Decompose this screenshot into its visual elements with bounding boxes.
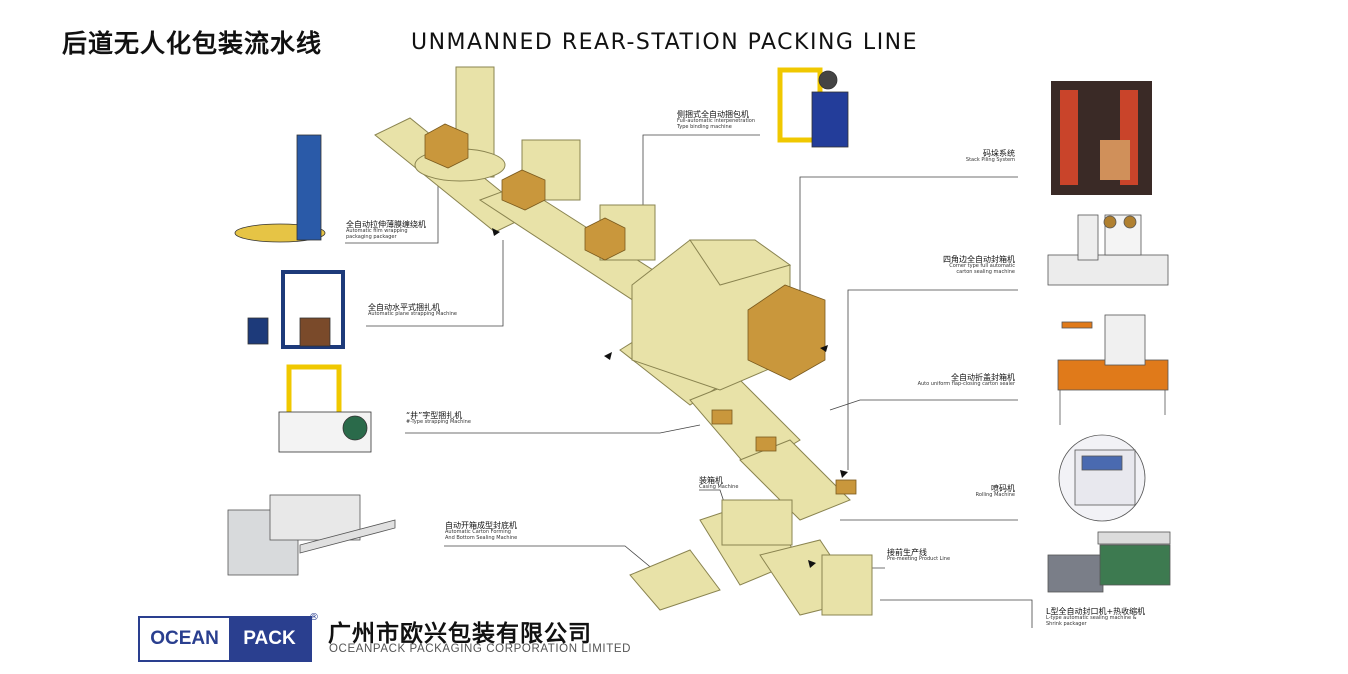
- side-strap-en2: Type binding machine: [677, 123, 732, 130]
- corner-sealing-machine-image: [1047, 214, 1169, 286]
- label-casing: 装箱机 Casing Machine: [699, 476, 738, 491]
- pre-line-en1: Pre-meeting Product Line: [887, 556, 951, 563]
- label-plane-strapping: 全自动水平式捆扎机 Automatic plane strapping Mach…: [368, 303, 457, 318]
- logo-ocean-text: OCEAN: [140, 618, 229, 660]
- label-inkjet: 喷码机 Rolling Machine: [945, 484, 1015, 499]
- flap-seal-cn: 全自动折盖封箱机: [951, 373, 1015, 382]
- carton-forming-machine-image: [227, 494, 396, 576]
- carton-form-en2: And Bottom Sealing Machine: [445, 534, 518, 541]
- flow-arrows: [492, 228, 848, 568]
- label-side-binding: 侧捆式全自动捆包机 Full-automatic interpenetratio…: [677, 110, 755, 131]
- l-seal-en1: L-type automatic sealing machine &: [1046, 615, 1137, 622]
- leader-lines: [345, 134, 1033, 628]
- label-stack-piling: 码垛系统 Stack Piling System: [940, 149, 1015, 164]
- label-l-type-sealer: L型全自动封口机+热收缩机 L-type automatic sealing m…: [1046, 607, 1145, 628]
- flap-sealing-machine-image: [1057, 314, 1169, 425]
- inkjet-printer-image: [1058, 434, 1146, 522]
- carton-form-cn: 自动开箱成型封底机: [445, 521, 517, 530]
- oceanpack-logo: OCEAN PACK: [138, 616, 312, 662]
- corner-seal-cn: 四角边全自动封箱机: [943, 255, 1015, 264]
- film-wrap-cn: 全自动拉伸薄膜缠绕机: [346, 220, 426, 229]
- plane-strap-en1: Automatic plane strapping Machine: [368, 311, 457, 318]
- stack-en1: Stack Piling System: [965, 157, 1015, 164]
- casing-cn: 装箱机: [699, 476, 723, 485]
- inkjet-cn: 喷码机: [991, 484, 1015, 493]
- hash-strapping-machine-image: [278, 364, 372, 453]
- l-type-sealer-image: [1047, 531, 1171, 593]
- plane-strap-cn: 全自动水平式捆扎机: [368, 303, 440, 312]
- cartons: [424, 123, 857, 495]
- carton-form-en1: Automatic Carton Forming: [445, 529, 511, 536]
- stack-cn: 码垛系统: [983, 149, 1015, 158]
- l-seal-cn: L型全自动封口机+热收缩机: [1046, 607, 1146, 616]
- side-strap-cn: 侧捆式全自动捆包机: [677, 110, 749, 119]
- hash-strap-cn: “井”字型捆扎机: [406, 411, 463, 420]
- label-corner-sealing: 四角边全自动封箱机 Corner type full automatic car…: [915, 255, 1015, 276]
- flap-seal-en1: Auto uniform flap-closing carton sealer: [917, 381, 1015, 388]
- label-flap-sealing: 全自动折盖封箱机 Auto uniform flap-closing carto…: [895, 373, 1015, 388]
- registered-mark: ®: [309, 612, 319, 623]
- logo-pack-text: PACK: [229, 618, 310, 660]
- l-seal-en2: Shrink packager: [1046, 620, 1087, 627]
- side-binding-machine-image: [777, 67, 849, 148]
- title-chinese: 后道无人化包装流水线: [62, 29, 323, 58]
- label-pre-meeting-line: 接前生产线 Pre-meeting Product Line: [887, 548, 950, 563]
- title-english: UNMANNED REAR-STATION PACKING LINE: [411, 30, 919, 55]
- label-hash-strapping: “井”字型捆扎机 #-Type strapping Machine: [406, 411, 471, 426]
- inkjet-en1: Rolling Machine: [975, 492, 1015, 499]
- film-wrapping-machine-image: [234, 134, 326, 243]
- corner-seal-en1: Corner type full automatic: [949, 263, 1015, 270]
- stack-piling-system-image: [1051, 81, 1152, 195]
- casing-en1: Casing Machine: [699, 484, 739, 491]
- film-wrap-en2: packaging packager: [346, 233, 397, 240]
- label-film-wrapping: 全自动拉伸薄膜缠绕机 Automatic film wrapping packa…: [346, 220, 426, 241]
- plane-strapping-machine-image: [247, 270, 345, 349]
- film-wrap-en1: Automatic film wrapping: [346, 228, 408, 235]
- label-carton-forming: 自动开箱成型封底机 Automatic Carton Forming And B…: [445, 521, 517, 542]
- side-strap-en1: Full-automatic interpenetration: [677, 118, 756, 125]
- corner-seal-en2: carton sealing machine: [956, 268, 1015, 275]
- company-name-english: OCEANPACK PACKAGING CORPORATION LIMITED: [329, 643, 631, 655]
- hash-strap-en1: #-Type strapping Machine: [406, 419, 471, 426]
- company-name-chinese: 广州市欧兴包装有限公司: [328, 621, 592, 647]
- pre-line-cn: 接前生产线: [887, 548, 927, 557]
